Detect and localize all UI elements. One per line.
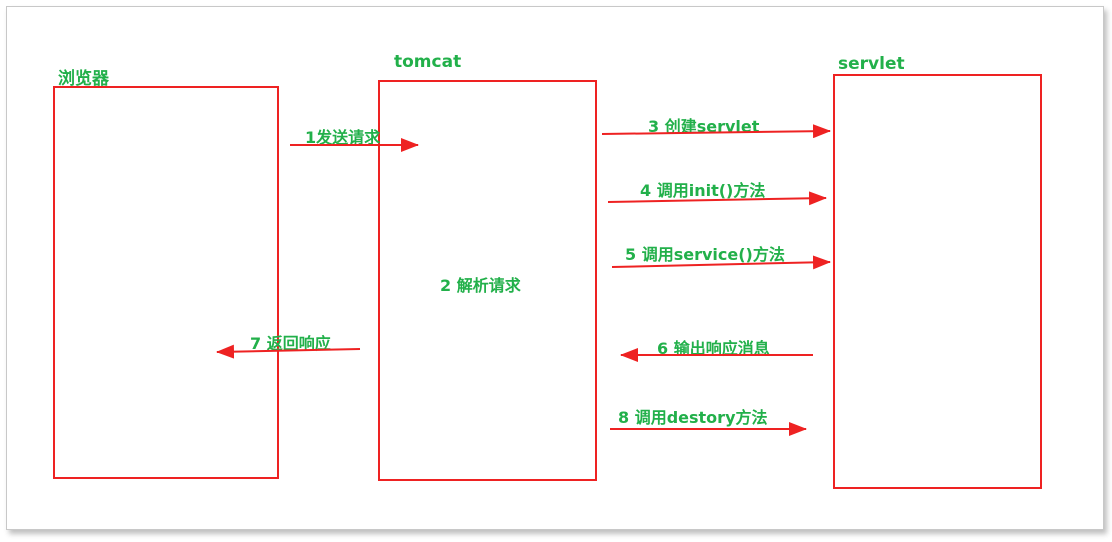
diagram-frame <box>6 6 1104 530</box>
arrow-step-5 <box>611 255 831 270</box>
arrow-step-3 <box>601 124 831 139</box>
arrow-step-4 <box>607 191 827 206</box>
tomcat-parse-request-label: 2 解析请求 <box>440 276 521 295</box>
servlet-title: servlet <box>838 54 905 74</box>
step-5-label: 5 调用service()方法 <box>625 245 785 264</box>
browser-title: 浏览器 <box>58 69 109 89</box>
step-3-label: 3 创建servlet <box>648 117 760 136</box>
step-6-label: 6 输出响应消息 <box>657 339 770 358</box>
tomcat-title: tomcat <box>394 52 462 72</box>
step-8-label: 8 调用destory方法 <box>618 408 768 427</box>
step-7-label: 7 返回响应 <box>250 334 331 353</box>
arrow-step-7 <box>216 344 361 359</box>
servlet-box <box>833 74 1042 489</box>
browser-box <box>53 86 279 479</box>
tomcat-box <box>378 80 597 481</box>
step-4-label: 4 调用init()方法 <box>640 181 766 200</box>
step-1-label: 1发送请求 <box>305 128 381 147</box>
